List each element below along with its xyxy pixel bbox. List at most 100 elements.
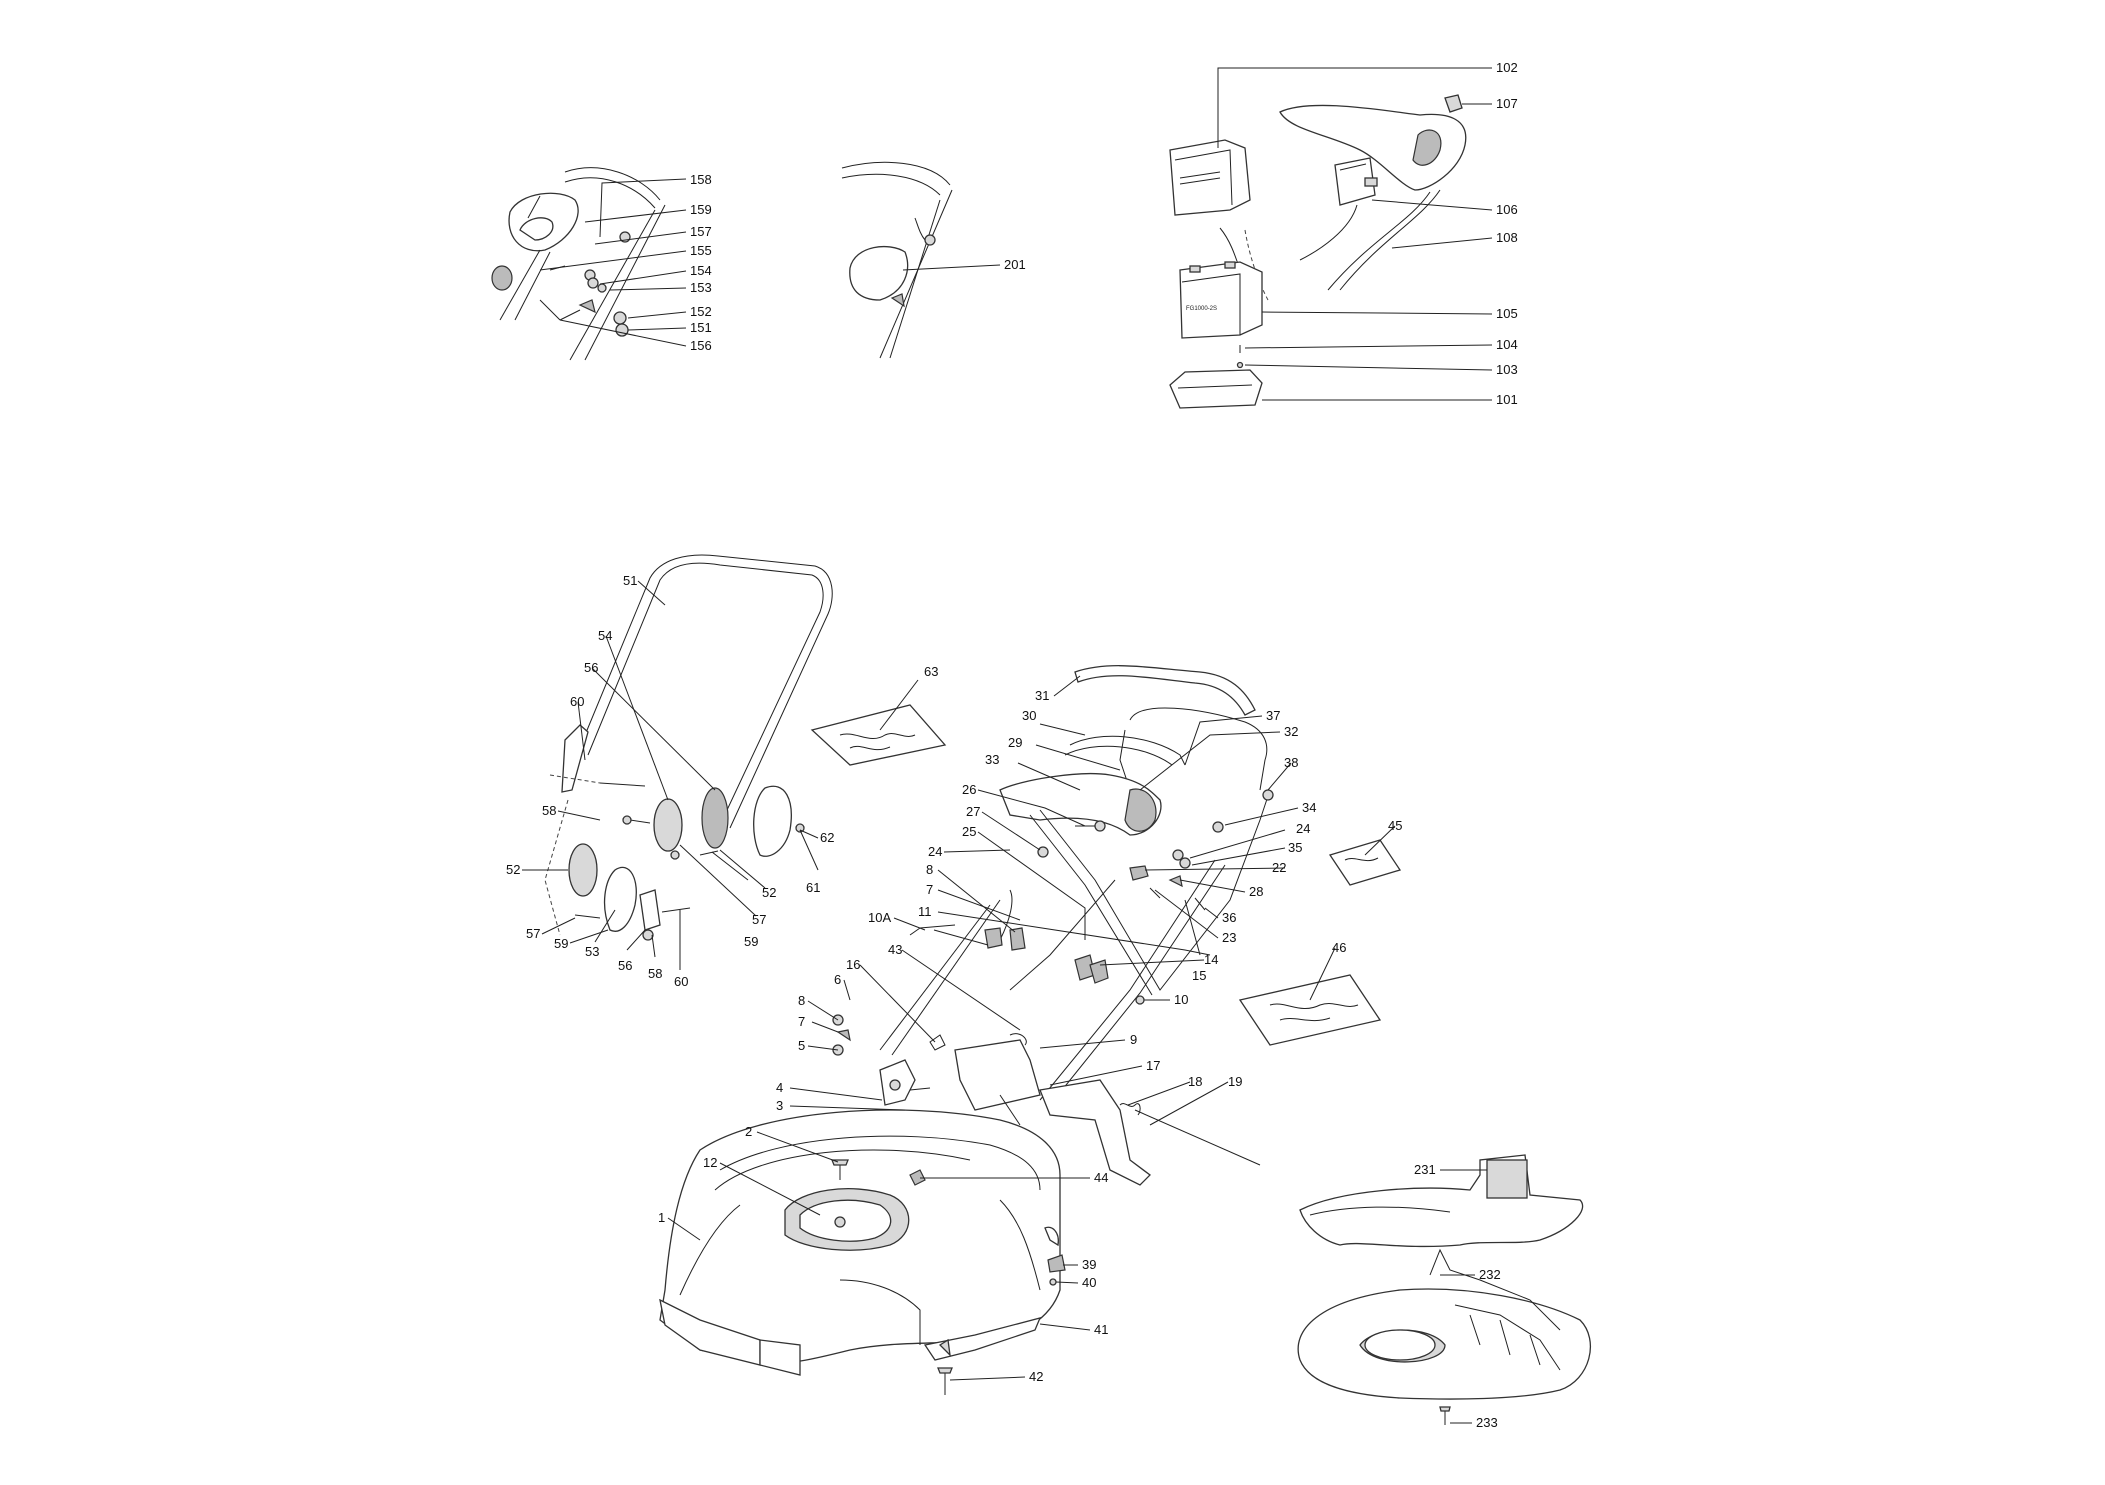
callout-59: 59 bbox=[554, 936, 568, 951]
callout-34: 34 bbox=[1302, 800, 1316, 815]
callout-155: 155 bbox=[690, 243, 712, 258]
callout-18: 18 bbox=[1188, 1074, 1202, 1089]
parts-bag-63 bbox=[810, 704, 947, 766]
callout-62: 62 bbox=[820, 830, 834, 845]
parts-bag-46 bbox=[1238, 974, 1382, 1046]
callout-26: 26 bbox=[962, 782, 976, 797]
callout-101: 101 bbox=[1496, 392, 1518, 407]
callout-2: 2 bbox=[745, 1124, 752, 1139]
handle-cover-detail bbox=[841, 161, 953, 359]
callout-45: 45 bbox=[1388, 818, 1402, 833]
callout-8: 8 bbox=[926, 862, 933, 877]
callout-32: 32 bbox=[1284, 724, 1298, 739]
callout-38: 38 bbox=[1284, 755, 1298, 770]
callout-39: 39 bbox=[1082, 1257, 1096, 1272]
callout-10a: 10A bbox=[868, 910, 891, 925]
callout-29: 29 bbox=[1008, 735, 1022, 750]
callout-103: 103 bbox=[1496, 362, 1518, 377]
callout-40: 40 bbox=[1082, 1275, 1096, 1290]
callout-60: 60 bbox=[674, 974, 688, 989]
callout-1: 1 bbox=[658, 1210, 665, 1225]
mower-deck bbox=[659, 1109, 1066, 1395]
callout-60: 60 bbox=[570, 694, 584, 709]
callout-102: 102 bbox=[1496, 60, 1518, 75]
battery-charger-group: FG1000-2S bbox=[1169, 94, 1467, 409]
callout-31: 31 bbox=[1035, 688, 1049, 703]
callout-151: 151 bbox=[690, 320, 712, 335]
callout-158: 158 bbox=[690, 172, 712, 187]
callout-59: 59 bbox=[744, 934, 758, 949]
callout-57: 57 bbox=[526, 926, 540, 941]
callout-8: 8 bbox=[798, 993, 805, 1008]
callout-24: 24 bbox=[1296, 821, 1310, 836]
callout-5: 5 bbox=[798, 1038, 805, 1053]
callout-36: 36 bbox=[1222, 910, 1236, 925]
callout-12: 12 bbox=[703, 1155, 717, 1170]
callout-201: 201 bbox=[1004, 257, 1026, 272]
callout-25: 25 bbox=[962, 824, 976, 839]
handle-control-detail bbox=[491, 167, 666, 361]
callout-108: 108 bbox=[1496, 230, 1518, 245]
callout-10: 10 bbox=[1174, 992, 1188, 1007]
callout-17: 17 bbox=[1146, 1058, 1160, 1073]
callout-6: 6 bbox=[834, 972, 841, 987]
callout-107: 107 bbox=[1496, 96, 1518, 111]
callout-19: 19 bbox=[1228, 1074, 1242, 1089]
callout-11: 11 bbox=[918, 904, 932, 919]
callout-154: 154 bbox=[690, 263, 712, 278]
callout-104: 104 bbox=[1496, 337, 1518, 352]
callout-44: 44 bbox=[1094, 1170, 1108, 1185]
callout-58: 58 bbox=[542, 803, 556, 818]
callout-231: 231 bbox=[1414, 1162, 1436, 1177]
callout-156: 156 bbox=[690, 338, 712, 353]
callout-labels: 158 159 157 155 154 153 152 151 156 201 … bbox=[506, 60, 1518, 1430]
callout-30: 30 bbox=[1022, 708, 1036, 723]
leader-lines bbox=[522, 67, 1493, 1424]
callout-14: 14 bbox=[1204, 952, 1218, 967]
callout-63: 63 bbox=[924, 664, 938, 679]
baffle-group bbox=[1297, 1154, 1592, 1425]
callout-22: 22 bbox=[1272, 860, 1286, 875]
callout-61: 61 bbox=[806, 880, 820, 895]
callout-152: 152 bbox=[690, 304, 712, 319]
callout-27: 27 bbox=[966, 804, 980, 819]
callout-57: 57 bbox=[752, 912, 766, 927]
callout-56: 56 bbox=[618, 958, 632, 973]
callout-23: 23 bbox=[1222, 930, 1236, 945]
callout-232: 232 bbox=[1479, 1267, 1501, 1282]
callout-7: 7 bbox=[798, 1014, 805, 1029]
upper-handle-group bbox=[832, 665, 1274, 1186]
callout-28: 28 bbox=[1249, 884, 1263, 899]
callout-35: 35 bbox=[1288, 840, 1302, 855]
callout-53: 53 bbox=[585, 944, 599, 959]
callout-106: 106 bbox=[1496, 202, 1518, 217]
callout-51: 51 bbox=[623, 573, 637, 588]
callout-3: 3 bbox=[776, 1098, 783, 1113]
callout-52: 52 bbox=[506, 862, 520, 877]
callout-159: 159 bbox=[690, 202, 712, 217]
callout-42: 42 bbox=[1029, 1369, 1043, 1384]
callout-16: 16 bbox=[846, 957, 860, 972]
handle-assembly bbox=[544, 554, 833, 941]
parts-bag-45 bbox=[1328, 839, 1402, 886]
callout-43: 43 bbox=[888, 942, 902, 957]
callout-41: 41 bbox=[1094, 1322, 1108, 1337]
callout-9: 9 bbox=[1130, 1032, 1137, 1047]
callout-56: 56 bbox=[584, 660, 598, 675]
callout-15: 15 bbox=[1192, 968, 1206, 983]
callout-52: 52 bbox=[762, 885, 776, 900]
callout-24: 24 bbox=[928, 844, 942, 859]
callout-153: 153 bbox=[690, 280, 712, 295]
callout-54: 54 bbox=[598, 628, 612, 643]
callout-58: 58 bbox=[648, 966, 662, 981]
callout-157: 157 bbox=[690, 224, 712, 239]
callout-46: 46 bbox=[1332, 940, 1346, 955]
callout-105: 105 bbox=[1496, 306, 1518, 321]
callout-4: 4 bbox=[776, 1080, 783, 1095]
callout-33: 33 bbox=[985, 752, 999, 767]
callout-233: 233 bbox=[1476, 1415, 1498, 1430]
battery-model-label: FG1000-2S bbox=[1186, 306, 1217, 312]
callout-7: 7 bbox=[926, 882, 933, 897]
callout-37: 37 bbox=[1266, 708, 1280, 723]
